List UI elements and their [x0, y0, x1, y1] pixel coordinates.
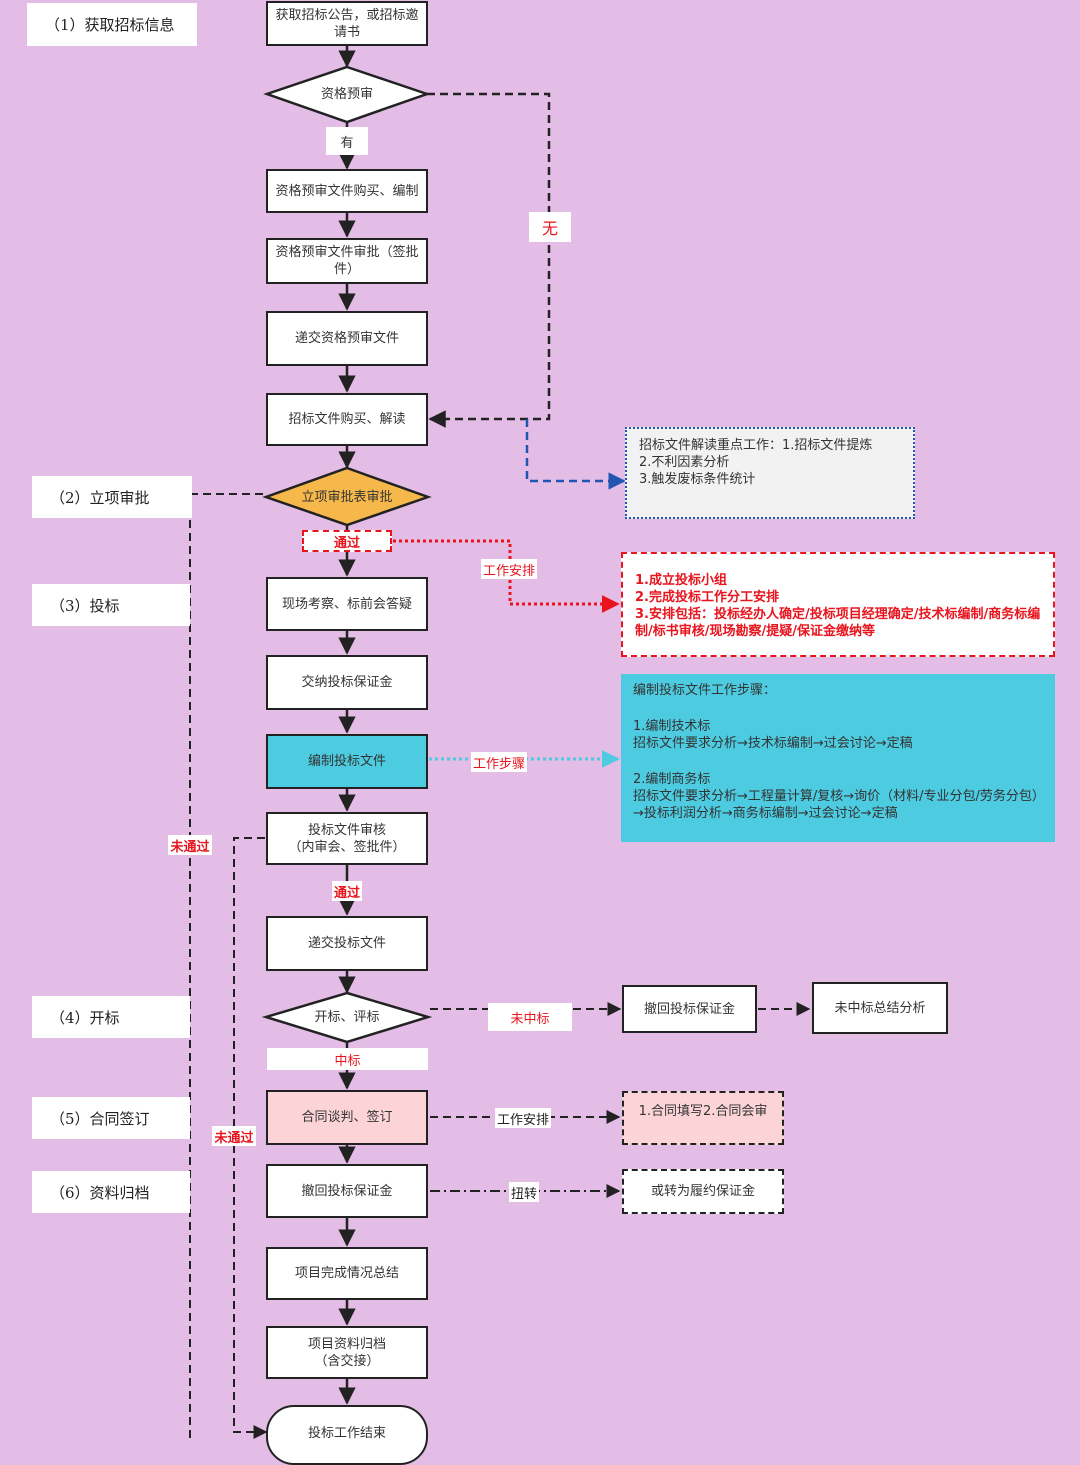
- side-withdraw-bond: 撤回投标保证金: [622, 985, 757, 1033]
- step-pay-bond: 交纳投标保证金: [266, 655, 428, 710]
- phase-bidding: （3）投标: [32, 584, 190, 626]
- label-review-pass: 通过: [332, 881, 362, 901]
- note-tender-line1: 招标文件解读重点工作：1.招标文件提炼: [639, 438, 873, 453]
- step-site-survey: 现场考察、标前会答疑: [266, 577, 428, 631]
- phase-approval: （2）立项审批: [32, 476, 192, 518]
- phase-bid-opening: （4）开标: [32, 996, 190, 1038]
- note-compile-tech-title: 1.编制技术标: [633, 719, 711, 734]
- label-work-steps: 工作步骤: [471, 752, 527, 772]
- note-tender-doc-focus: 招标文件解读重点工作：1.招标文件提炼 2.不利因素分析 3.触发废标条件统计: [625, 427, 915, 519]
- prequal-decision-label: 资格预审: [320, 86, 373, 102]
- step-prequal-purchase: 资格预审文件购买、编制: [266, 169, 428, 213]
- step-prequal-approve: 资格预审文件审批（签批件）: [266, 238, 428, 284]
- review-bid-subtitle: （内审会、签批件）: [288, 839, 406, 855]
- label-fail-outer: 未通过: [168, 835, 212, 855]
- note-work-arrangement: 1.成立投标小组 2.完成投标工作分工安排 3.安排包括：投标经办人确定/投标项…: [621, 552, 1055, 657]
- side-loss-analysis: 未中标总结分析: [812, 982, 948, 1034]
- phase-archiving: （6）资料归档: [32, 1171, 190, 1213]
- arrangement-connector: [393, 539, 620, 613]
- phase-fail-connectors: [189, 493, 268, 1439]
- label-won: 中标: [267, 1048, 428, 1070]
- note-arrange-line2: 2.完成投标工作分工安排: [635, 590, 779, 605]
- step-project-summary: 项目完成情况总结: [266, 1247, 428, 1300]
- open-bid-decision-label: 开标、评标: [314, 1009, 380, 1025]
- step-archive: 项目资料归档 （含交接）: [266, 1326, 428, 1379]
- label-fail-inner: 未通过: [212, 1126, 256, 1146]
- note-arrange-line1: 1.成立投标小组: [635, 573, 727, 588]
- note-tender-line3: 3.触发废标条件统计: [639, 472, 756, 487]
- step-contract-negotiation: 合同谈判、签订: [266, 1090, 428, 1145]
- note-compile-title: 编制投标文件工作步骤：: [633, 683, 777, 698]
- label-has-prequal: 有: [326, 127, 368, 155]
- step-compile-bid: 编制投标文件: [266, 734, 428, 789]
- label-approval-pass: 通过: [302, 530, 392, 552]
- archive-title: 项目资料归档: [307, 1336, 386, 1352]
- label-contract-arrangement: 工作安排: [495, 1108, 551, 1128]
- note-tender-line2: 2.不利因素分析: [639, 455, 730, 470]
- step-get-announcement: 获取招标公告，或招标邀请书: [266, 1, 428, 46]
- phase-contract: （5）合同签订: [32, 1097, 190, 1139]
- step-end: 投标工作结束: [266, 1405, 428, 1465]
- prequal-decision-diamond: [263, 65, 431, 124]
- step-submit-bid: 递交投标文件: [266, 916, 428, 971]
- step-buy-tender-doc: 招标文件购买、解读: [266, 393, 428, 446]
- note-compile-biz-steps: 招标文件要求分析→工程量计算/复核→询价（材料/专业分包/劳务分包）→投标利润分…: [633, 789, 1039, 821]
- step-withdraw-bond: 撤回投标保证金: [266, 1164, 428, 1218]
- label-no-prequal: 无: [529, 212, 571, 242]
- phase-get-info: （1）获取招标信息: [27, 3, 197, 46]
- label-work-arrangement: 工作安排: [481, 559, 537, 579]
- review-bid-title: 投标文件审核: [307, 822, 386, 838]
- label-not-won: 未中标: [488, 1003, 572, 1031]
- side-contract-tasks: 1.合同填写2.合同会审: [622, 1091, 784, 1145]
- archive-subtitle: （含交接）: [314, 1353, 380, 1369]
- side-performance-bond: 或转为履约保证金: [622, 1169, 784, 1214]
- bid-doc-note-connector: [525, 419, 626, 490]
- open-bid-decision-diamond: [261, 991, 433, 1044]
- approval-decision-label: 立项审批表审批: [301, 489, 393, 505]
- note-arrange-line3: 3.安排包括：投标经办人确定/投标项目经理确定/技术标编制/商务标编制/标书审核…: [635, 607, 1041, 639]
- note-compile-steps: 编制投标文件工作步骤： 1.编制技术标 招标文件要求分析→技术标编制→过会讨论→…: [621, 674, 1055, 842]
- skip-prequal-connector: [427, 92, 551, 428]
- note-compile-biz-title: 2.编制商务标: [633, 772, 711, 787]
- note-compile-tech-steps: 招标文件要求分析→技术标编制→过会讨论→定稿: [633, 736, 913, 751]
- step-review-bid: 投标文件审核 （内审会、签批件）: [266, 812, 428, 865]
- label-transfer: 扭转: [509, 1182, 539, 1202]
- step-submit-prequal: 递交资格预审文件: [266, 311, 428, 366]
- approval-decision-diamond: [262, 466, 432, 527]
